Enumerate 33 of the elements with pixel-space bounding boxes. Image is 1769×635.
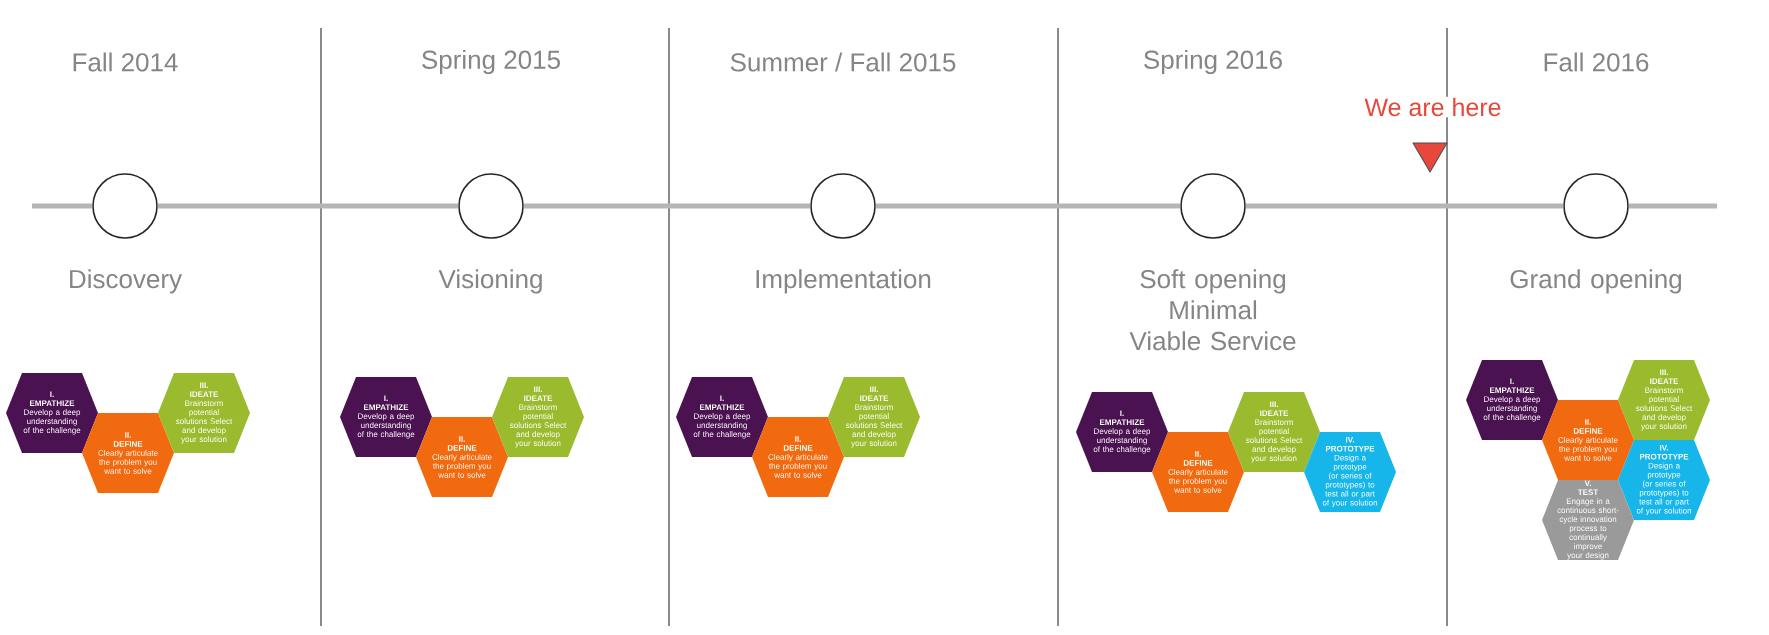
- hexagon: IV. PROTOTYPE Design a prototype (or series of prototypes) to test all or part of your solution: [1304, 432, 1396, 512]
- timeline-line: [523, 203, 811, 209]
- hexagon: II. DEFINE Clearly articulate the problem you want to solve: [416, 417, 508, 497]
- hexagon: II. DEFINE Clearly articulate the problem you want to solve: [1152, 432, 1244, 512]
- hexagon: IV. PROTOTYPE Design a prototype (or series of prototypes) to test all or part of your solution: [1618, 440, 1710, 520]
- hexagon: II. DEFINE Clearly articulate the problem you want to solve: [82, 413, 174, 493]
- timeline-line: [875, 203, 1181, 209]
- hexagon: I. EMPATHIZE Develop a deep understanding of the challenge: [1076, 392, 1168, 472]
- hexagon: III. IDEATE Brainstorm potential solutions Select and develop your solution: [828, 377, 920, 457]
- period-label: Spring 2015: [422, 49, 560, 75]
- phase-label: Visioning: [438, 269, 542, 294]
- phase-label: Soft opening Minimal Viable Service: [1129, 269, 1296, 351]
- hexagon: II. DEFINE Clearly articulate the problem you want to solve: [752, 417, 844, 497]
- hexagon: I. EMPATHIZE Develop a deep understanding of the challenge: [676, 377, 768, 457]
- period-label: Fall 2014: [73, 52, 178, 72]
- hexagon: I. EMPATHIZE Develop a deep understanding of the challenge: [6, 373, 98, 453]
- hexagon: I. EMPATHIZE Develop a deep understanding of the challenge: [340, 377, 432, 457]
- period-label: Summer / Fall 2015: [730, 52, 956, 72]
- period-label: Fall 2016: [1544, 52, 1649, 72]
- hexagon: III. IDEATE Brainstorm potential solutions Select and develop your solution: [492, 377, 584, 457]
- timeline-line: [1245, 203, 1564, 209]
- hexagon: V. TEST Engage in a continuous short-cycle innovation process to continually improve your design: [1542, 480, 1634, 560]
- hexagon: II. DEFINE Clearly articulate the problem you want to solve: [1542, 400, 1634, 480]
- timeline-line: [157, 203, 459, 209]
- hexagon: III. IDEATE Brainstorm potential solutions Select and develop your solution: [158, 373, 250, 453]
- hexagon: III. IDEATE Brainstorm potential solutions Select and develop your solution: [1618, 360, 1710, 440]
- callout-text: We are here: [1363, 96, 1503, 118]
- period-label: Spring 2016: [1144, 49, 1282, 75]
- phase-label: Discovery: [70, 269, 182, 294]
- phase-label: Implementation: [756, 269, 931, 294]
- hexagon: III. IDEATE Brainstorm potential solutions Select and develop your solution: [1228, 392, 1320, 472]
- hexagon: I. EMPATHIZE Develop a deep understanding of the challenge: [1466, 360, 1558, 440]
- phase-label: Grand opening: [1510, 269, 1682, 294]
